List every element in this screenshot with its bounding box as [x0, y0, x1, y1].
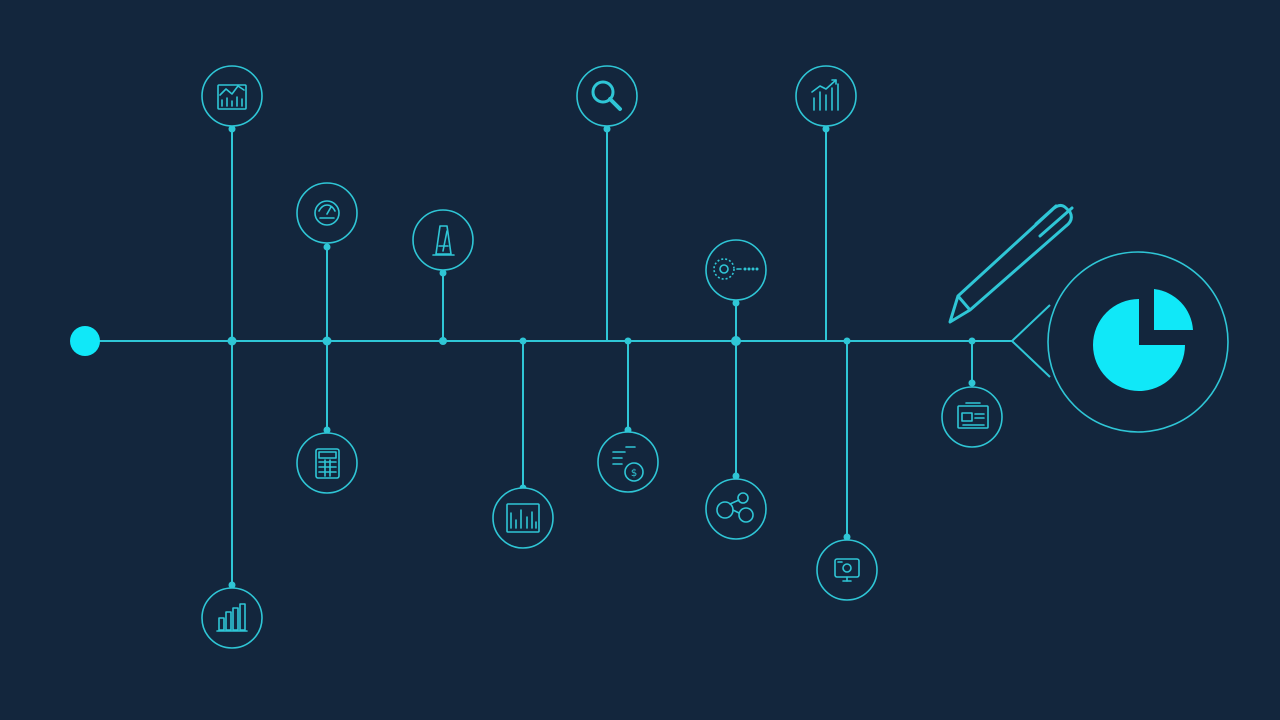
node-bar-chart [201, 587, 263, 649]
node-dashboard [201, 65, 263, 127]
node-presentation [941, 386, 1003, 448]
start-dot-icon [70, 326, 100, 356]
coins-icon: $ [612, 446, 644, 482]
bar-chart-icon [216, 603, 248, 632]
settings-icon [713, 258, 759, 280]
node-gauge [296, 182, 358, 244]
terminal-connector [1011, 304, 1051, 378]
metronome-icon [432, 225, 455, 256]
junction-dots [227, 125, 976, 589]
column-chart-icon [506, 503, 540, 533]
node-search [576, 65, 638, 127]
node-column-chart [492, 487, 554, 549]
calculator-icon [315, 448, 340, 479]
svg-text:$: $ [631, 468, 637, 479]
gauge-icon [314, 200, 340, 226]
search-icon [591, 80, 622, 111]
growth-chart-icon [811, 79, 839, 111]
network-icon [716, 492, 754, 523]
node-monitor [816, 539, 878, 601]
dashboard-chart-icon [217, 84, 247, 110]
node-network [705, 478, 767, 540]
node-pie-chart [1047, 251, 1229, 433]
node-coins: $ [597, 431, 659, 493]
node-calculator [296, 432, 358, 494]
monitor-icon [834, 558, 860, 582]
connector-lines [231, 128, 973, 585]
node-growth-chart [795, 65, 857, 127]
pie-chart-icon [1093, 289, 1193, 391]
presentation-icon [957, 402, 989, 429]
node-metronome [412, 209, 474, 271]
pen-icon [948, 203, 1074, 324]
node-settings [705, 239, 767, 301]
